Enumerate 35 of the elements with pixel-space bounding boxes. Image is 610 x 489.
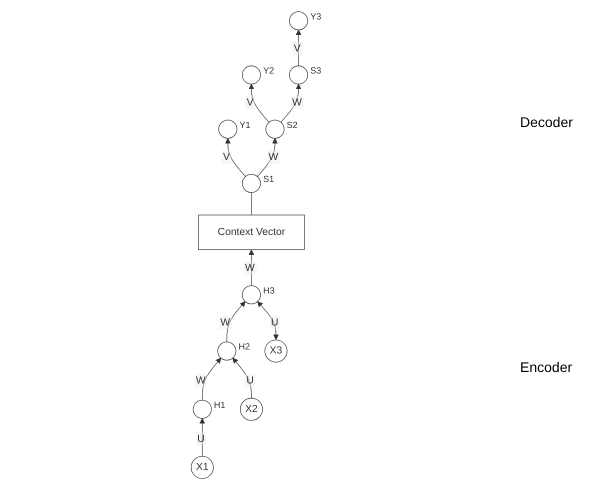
state-label: S3	[310, 65, 322, 76]
state-label: S1	[262, 174, 274, 184]
edge-label: V	[294, 42, 300, 54]
arrow	[226, 300, 246, 342]
process-box: Context Vector	[198, 214, 305, 250]
state-label: Y1	[239, 119, 250, 130]
edge-label: V	[246, 97, 254, 108]
edge-label: W	[292, 97, 302, 108]
arrow	[224, 138, 246, 176]
section-label: Encoder	[520, 358, 574, 375]
state-label: H1	[214, 399, 226, 410]
edge-label: W	[268, 151, 278, 162]
circle-node: X1	[190, 456, 214, 478]
arrow	[257, 300, 279, 340]
edge-label: V	[222, 151, 230, 162]
arrow	[248, 248, 254, 286]
arrow	[202, 357, 222, 400]
arrow	[256, 138, 278, 176]
circle-node: X2	[240, 397, 263, 420]
arrow	[280, 83, 302, 122]
state-label: S2	[286, 119, 298, 130]
arrow	[296, 29, 302, 66]
circle-node: X3	[264, 339, 288, 362]
arrow	[248, 83, 270, 122]
state-label: Y3	[310, 10, 322, 21]
edge-label: W	[220, 316, 230, 328]
state-label: H2	[238, 341, 250, 352]
section-label: Decoder	[520, 114, 574, 130]
edge-label: U	[270, 316, 278, 328]
edge-label: W	[196, 375, 206, 386]
arrow	[232, 357, 252, 398]
edge-label: W	[244, 262, 254, 274]
edge-label: U	[246, 375, 254, 386]
state-label: Y2	[262, 65, 274, 76]
state-label: H3	[262, 284, 274, 295]
